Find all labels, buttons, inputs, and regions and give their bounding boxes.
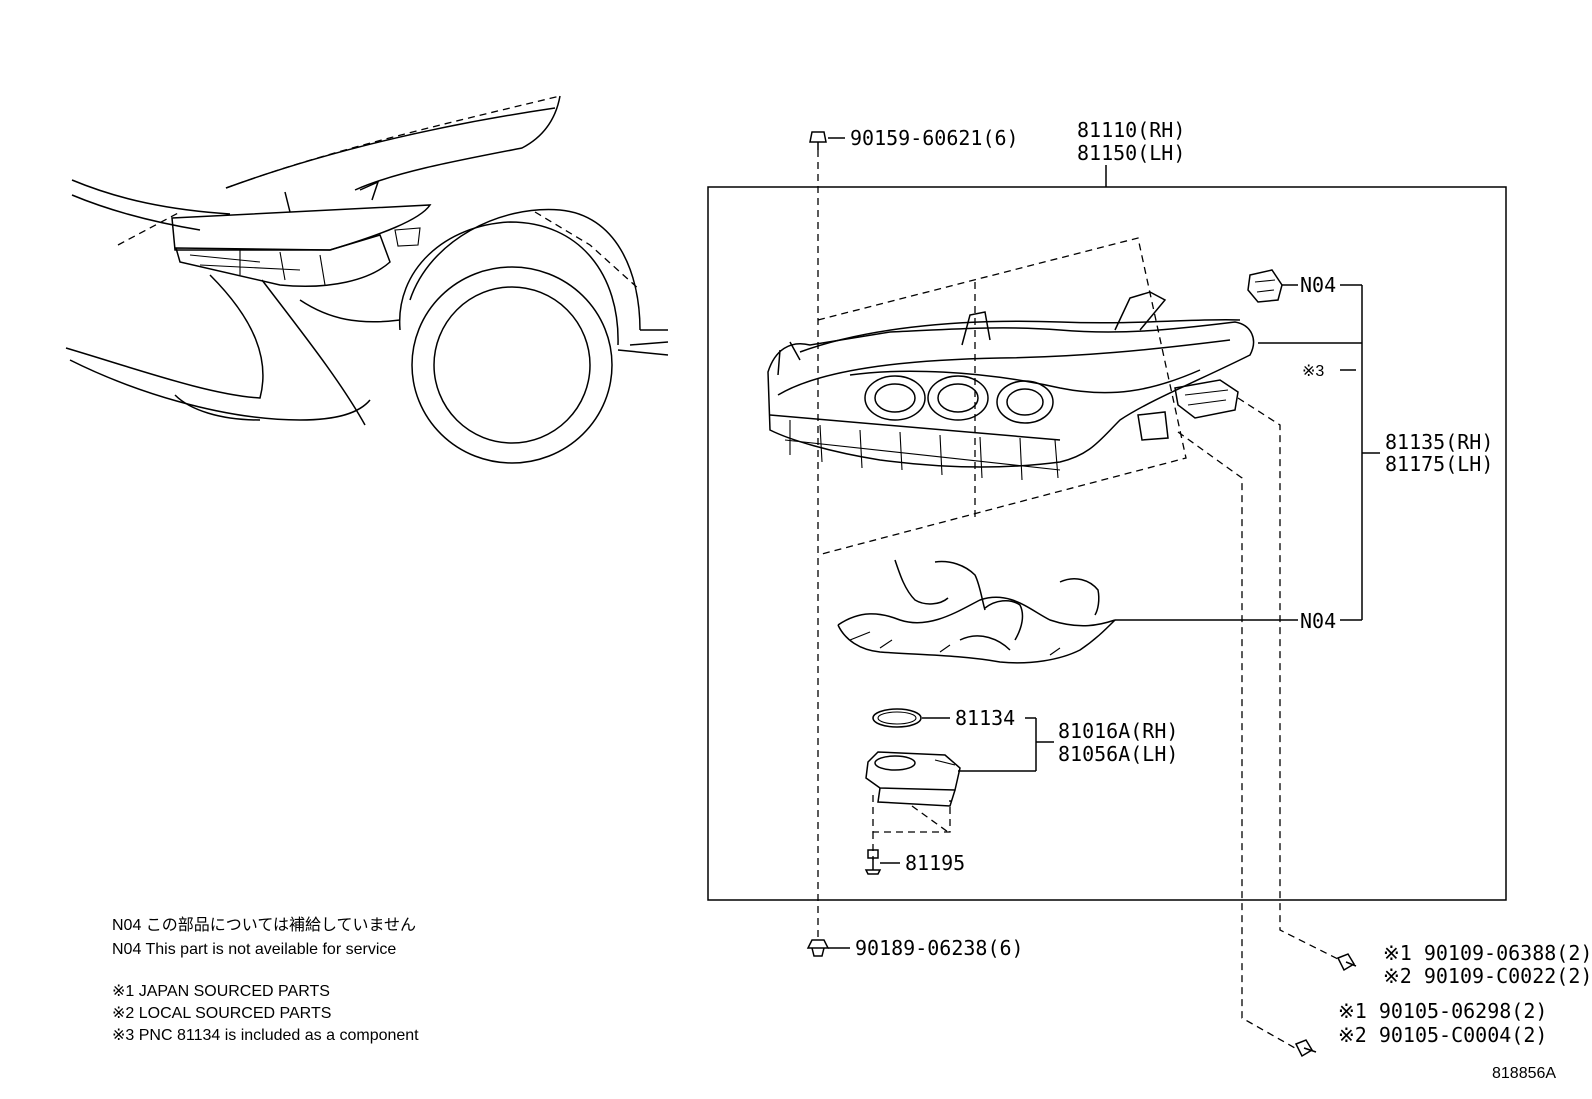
callout-bolt1-jp: ※1 90109-06388(2): [1383, 941, 1592, 965]
actuator-module: [1174, 379, 1239, 419]
callout-module-lh: 81056A(LH): [1058, 742, 1178, 766]
note-ref2: ※2 LOCAL SOURCED PARTS: [112, 1005, 331, 1022]
note-n04-en: N04 This part is not aveilable for servi…: [112, 941, 396, 958]
assembly-frame: [707, 186, 1507, 901]
callout-module-rh: 81016A(RH): [1058, 719, 1178, 743]
clip-top: [809, 131, 827, 150]
callout-unit-rh: 81135(RH): [1385, 430, 1493, 454]
n04-top-connector: [1247, 269, 1283, 303]
callout-bolt2-jp: ※1 90105-06298(2): [1338, 999, 1547, 1023]
note-ref3: ※3 PNC 81134 is included as a component: [112, 1027, 419, 1044]
callout-bolt2-local: ※2 90105-C0004(2): [1338, 1023, 1547, 1047]
gasket-ring: [872, 708, 922, 728]
callout-clip-top: 90159-60621(6): [850, 126, 1019, 150]
callout-ref3: ※3: [1302, 363, 1324, 380]
callout-clip-bottom: 90189-06238(6): [855, 936, 1024, 960]
callout-n04-harness: N04: [1300, 609, 1336, 633]
screw-81195: [864, 849, 882, 875]
bolt-lower: [1294, 1039, 1317, 1058]
figure-id: 818856A: [1492, 1065, 1556, 1082]
car-front-illustration: [65, 95, 669, 464]
bolt-upper: [1336, 953, 1357, 972]
callout-gasket: 81134: [955, 706, 1015, 730]
callout-bolt1-local: ※2 90109-C0022(2): [1383, 964, 1592, 988]
wire-harness: [837, 559, 1116, 664]
callout-assy-rh: 81110(RH): [1077, 118, 1185, 142]
note-ref1: ※1 JAPAN SOURCED PARTS: [112, 983, 330, 1000]
led-module: [865, 751, 961, 807]
callout-n04-top: N04: [1300, 273, 1336, 297]
clip-bottom: [806, 939, 830, 957]
callout-assy-lh: 81150(LH): [1077, 141, 1185, 165]
callout-screw: 81195: [905, 851, 965, 875]
headlamp-unit: [767, 237, 1255, 556]
note-n04-jp: N04 この部品については補給していません: [112, 916, 416, 934]
callout-unit-lh: 81175(LH): [1385, 452, 1493, 476]
